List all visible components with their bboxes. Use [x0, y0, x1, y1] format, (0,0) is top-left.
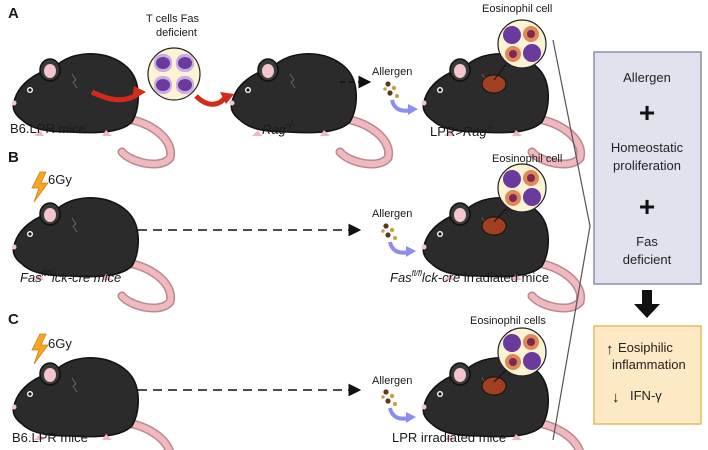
panel-a-donor-label: B6.LPR mice — [10, 121, 86, 136]
panel-c-eosinophil-label: Eosinophil cells — [470, 315, 546, 327]
fas-deficient-label: deficient — [156, 27, 197, 39]
outcome-ifn-gamma: IFN-γ — [630, 388, 662, 403]
bracket — [552, 39, 591, 441]
panel-c-letter: C — [8, 311, 19, 328]
eosinophil-cell-icon-b — [497, 163, 547, 213]
fas-lck-mouse-icon — [12, 198, 171, 308]
up-arrow-icon: ↑ — [606, 341, 614, 358]
transfer-arrow-2 — [194, 94, 229, 107]
summary-box — [593, 51, 702, 285]
lung-icon-b — [481, 216, 507, 236]
panel-b-allergen-label: Allergen — [372, 208, 412, 220]
outcome-box — [593, 325, 702, 425]
eosinophil-cell-icon-a — [497, 19, 547, 69]
transfer-arrowhead-2 — [220, 92, 234, 104]
summary-homeostatic: Homeostatic — [611, 140, 684, 155]
panel-a-letter: A — [8, 5, 19, 22]
panel-c-dose: 6Gy — [48, 336, 72, 351]
summary-fas: Fas — [636, 234, 658, 249]
panel-b-letter: B — [8, 149, 19, 166]
allergen-icon-c — [379, 387, 418, 425]
outcome-inflammation: inflammation — [612, 357, 686, 372]
summary-deficient: deficient — [623, 252, 672, 267]
panel-b-mouse-label: Fasfl/fllck-cre mice — [20, 269, 121, 285]
rag-recipient-mouse-icon — [230, 54, 389, 164]
lightning-icon-c — [31, 333, 49, 365]
panel-c-result-label: LPR irradiated mice — [392, 430, 506, 445]
lung-icon-a — [481, 74, 507, 94]
t-cells-icon — [147, 47, 201, 101]
summary-allergen: Allergen — [623, 70, 671, 85]
panel-b-result-label: Fasfl/fllck-cre irradiated mice — [390, 269, 549, 285]
summary-plus-2: + — [639, 191, 655, 222]
allergen-icon-b — [379, 221, 418, 259]
t-cells-label: T cells Fas — [146, 13, 199, 25]
panel-a-allergen-label: Allergen — [372, 66, 412, 78]
panel-b-dose: 6Gy — [48, 172, 72, 187]
summary-proliferation: proliferation — [613, 158, 681, 173]
down-arrow-icon: ↓ — [612, 389, 620, 406]
transfer-arrowhead-1 — [132, 86, 146, 100]
panel-b-eosinophil-label: Eosinophil cell — [492, 153, 562, 165]
panel-c-allergen-label: Allergen — [372, 375, 412, 387]
panel-a-eosinophil-label: Eosinophil cell — [482, 3, 552, 15]
panel-c-mouse-label: B6.LPR mice — [12, 430, 88, 445]
allergen-icon-a — [381, 79, 420, 117]
eosinophil-cell-icon-c — [497, 327, 547, 377]
panel-a-result-label: LPR>Rag-/- — [430, 123, 495, 139]
b6-lpr-donor-mouse-icon — [12, 54, 171, 164]
result-down-arrow-icon — [634, 290, 660, 318]
lightning-icon-b — [31, 171, 49, 203]
outcome-eosiphilic: Eosiphilic — [618, 340, 673, 355]
rag-label: Rag-/- — [262, 119, 297, 137]
lung-icon-c — [481, 376, 507, 396]
summary-plus-1: + — [639, 97, 655, 128]
